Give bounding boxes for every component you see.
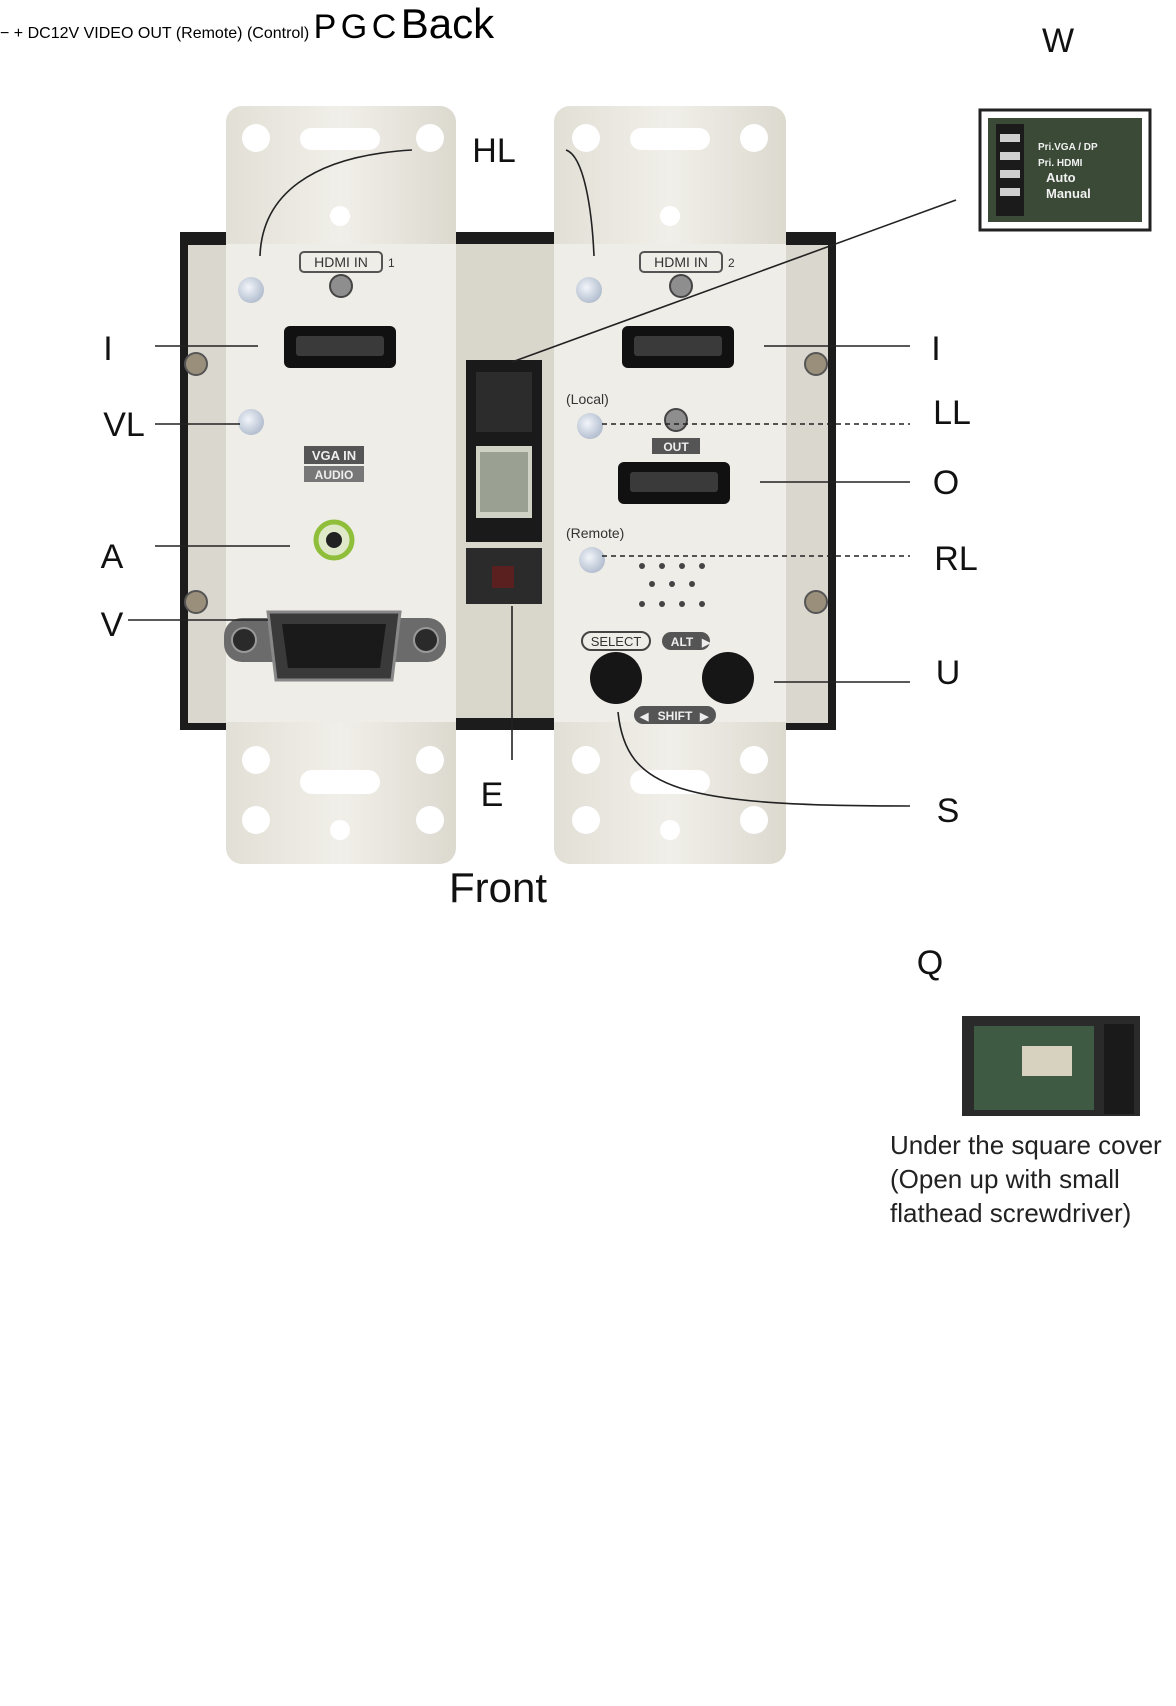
callout-ll: LL: [933, 394, 971, 432]
remote-back-label: (Remote): [175, 25, 243, 42]
callout-p: P: [313, 8, 337, 46]
callout-i-right: I: [931, 330, 940, 368]
triangle-left-icon: ◀: [639, 711, 649, 723]
back-view: Q: [917, 944, 1140, 1116]
screw-icon: [184, 352, 208, 376]
callout-i-left: I: [103, 330, 112, 368]
switch-inset-line2: Pri. HDMI: [1038, 158, 1083, 169]
vga-in-badge: [304, 446, 364, 464]
audio-badge: [304, 466, 364, 482]
hdmi-in-1-number: 1: [388, 256, 395, 270]
audio-label: AUDIO: [315, 468, 354, 482]
hdmi-in-2-label: HDMI IN: [654, 254, 708, 270]
callout-hl: HL: [472, 132, 515, 170]
cover-note-line1: Under the square cover: [890, 1130, 1162, 1160]
video-label: VIDEO: [83, 25, 134, 42]
cover-inset: [962, 1016, 1140, 1116]
screw-icon: [804, 590, 828, 614]
vga-led: [238, 409, 264, 435]
cover-note-line3: flathead screwdriver): [890, 1198, 1132, 1228]
triangle-right-icon: ▶: [699, 711, 709, 723]
select-label: SELECT: [591, 634, 642, 649]
callout-vl: VL: [103, 406, 145, 444]
callout-o: O: [933, 464, 959, 502]
select-button[interactable]: [590, 652, 642, 704]
screw-icon: [804, 352, 828, 376]
remote-led: [579, 547, 605, 573]
callout-u: U: [936, 654, 961, 692]
out-back-label: OUT: [137, 25, 172, 42]
front-title: Front: [449, 864, 547, 911]
left-wall-plate: [226, 106, 456, 864]
back-title: Back: [400, 0, 495, 47]
callout-s: S: [937, 792, 960, 830]
switch-inset-line1: Pri.VGA / DP: [1038, 142, 1098, 153]
callout-q: Q: [917, 944, 943, 982]
hdmi-in-2-led: [576, 277, 602, 303]
callout-w: W: [1042, 22, 1074, 60]
vga-in-label: VGA IN: [312, 448, 356, 463]
callout-v: V: [101, 606, 124, 644]
switch-inset-line4: Manual: [1046, 186, 1091, 201]
out-label: OUT: [663, 440, 689, 454]
alt-label: ALT: [671, 635, 694, 649]
dc-minus: −: [0, 25, 10, 42]
callout-a: A: [101, 538, 124, 576]
shift-label: SHIFT: [658, 709, 693, 723]
triangle-right-icon: ▶: [701, 637, 711, 649]
cover-note-line2: (Open up with small: [890, 1164, 1120, 1194]
hdmi-in-1-led: [238, 277, 264, 303]
hdmi-in-2-number: 2: [728, 256, 735, 270]
shift-badge: [634, 706, 716, 724]
callout-c: C: [371, 8, 397, 46]
switch-inset-line3: Auto: [1046, 170, 1076, 185]
dc-plus: +: [13, 25, 24, 42]
front-view: HDMI IN 1 VGA IN AUDIO: [101, 22, 1152, 911]
thumbscrew-icon: [664, 408, 688, 432]
callout-e: E: [481, 776, 504, 814]
front-leader-lines: [128, 149, 957, 807]
callout-g: G: [340, 8, 368, 46]
callout-rl: RL: [934, 540, 977, 578]
local-label: (Local): [566, 391, 609, 407]
switch-inset: Pri.VGA / DP Pri. HDMI Auto Manual: [978, 108, 1152, 232]
screw-icon: [184, 590, 208, 614]
vga-port: [224, 610, 446, 682]
ir-sensor-grid: [639, 563, 705, 607]
alt-button[interactable]: [702, 652, 754, 704]
local-led: [577, 413, 603, 439]
control-label: (Control): [246, 25, 310, 42]
alt-badge: [662, 632, 710, 650]
ethernet-switch-module: [466, 360, 542, 604]
out-badge: [652, 438, 700, 454]
thumbscrew-icon: [329, 274, 353, 298]
thumbscrew-icon: [669, 274, 693, 298]
remote-label: (Remote): [566, 525, 624, 541]
hdmi-in-1-label: HDMI IN: [314, 254, 368, 270]
cover-note: Under the square cover (Open up with sma…: [890, 1128, 1176, 1230]
dc12v-label: DC12V: [27, 25, 80, 42]
